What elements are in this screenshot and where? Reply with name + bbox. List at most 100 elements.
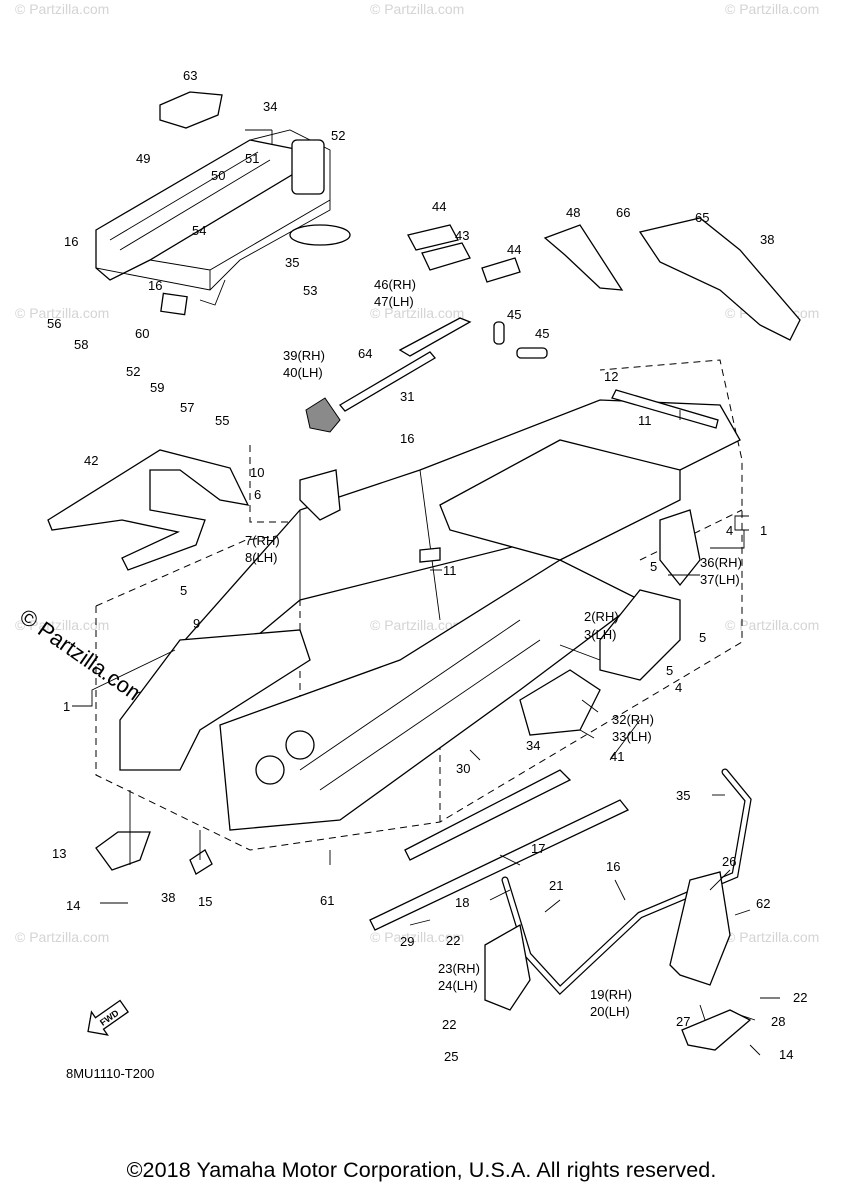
diagram-code: 8MU1110-T200 (66, 1066, 155, 1081)
part-label-37: 37(LH) (700, 572, 740, 587)
part-label-11: 11 (638, 413, 652, 428)
part-label-54: 54 (192, 223, 206, 238)
misc-parts (95, 217, 801, 1051)
part-label-40: 40(LH) (283, 365, 323, 380)
part-label-5: 5 (699, 630, 706, 645)
part-label-18: 18 (455, 895, 469, 910)
part-label-10: 10 (250, 465, 264, 480)
part-label-26: 26 (722, 854, 736, 869)
rails (339, 317, 630, 931)
part-label-52: 52 (331, 128, 345, 143)
part-label-16: 16 (606, 859, 620, 874)
part-label-13: 13 (52, 846, 66, 861)
watermark-text: © Partzilla.com (15, 617, 109, 633)
part-label-41: 41 (610, 749, 624, 764)
part-label-32: 32(RH) (612, 712, 654, 727)
part-label-5: 5 (666, 663, 673, 678)
part-label-34: 34 (263, 99, 277, 114)
part-label-50: 50 (211, 168, 225, 183)
part-label-48: 48 (566, 205, 580, 220)
part-label-66: 66 (616, 205, 630, 220)
watermark-text: © Partzilla.com (15, 305, 109, 321)
part-label-58: 58 (74, 337, 88, 352)
part-label-16: 16 (148, 278, 162, 293)
part-label-4: 4 (675, 680, 682, 695)
cover-63 (159, 91, 223, 129)
part-label-35: 35 (676, 788, 690, 803)
part-label-31: 31 (400, 389, 414, 404)
part-label-22: 22 (446, 933, 460, 948)
part-label-25: 25 (444, 1049, 458, 1064)
part-label-39: 39(RH) (283, 348, 325, 363)
part-label-60: 60 (135, 326, 149, 341)
part-label-16: 16 (400, 431, 414, 446)
watermark-text: © Partzilla.com (370, 1, 464, 17)
part-label-63: 63 (183, 68, 197, 83)
part-label-1: 1 (63, 699, 70, 714)
part-label-36: 36(RH) (700, 555, 742, 570)
fwd-arrow-icon: FWD (87, 999, 129, 1036)
part-label-16: 16 (64, 234, 78, 249)
part-label-2: 2(RH) (584, 609, 619, 624)
part-label-53: 53 (303, 283, 317, 298)
part-label-15: 15 (198, 894, 212, 909)
running-board-42 (47, 449, 250, 571)
part-label-55: 55 (215, 413, 229, 428)
part-labels: 63 34 52 49 51 50 54 16 35 16 53 56 60 5… (47, 68, 807, 1064)
part-label-44: 44 (507, 242, 521, 257)
part-label-3: 3(LH) (584, 627, 617, 642)
watermark-text: © Partzilla.com (370, 929, 464, 945)
part-label-30: 30 (456, 761, 470, 776)
part-label-6: 6 (254, 487, 261, 502)
watermark-text: © Partzilla.com (725, 1, 819, 17)
part-label-22: 22 (442, 1017, 456, 1032)
part-label-5: 5 (650, 559, 657, 574)
grab-bar-19-20 (502, 769, 751, 994)
part-label-35: 35 (285, 255, 299, 270)
part-label-42: 42 (84, 453, 98, 468)
part-label-62: 62 (756, 896, 770, 911)
watermark-text: © Partzilla.com (370, 617, 464, 633)
watermark-text: © Partzilla.com (15, 1, 109, 17)
part-label-46: 46(RH) (374, 277, 416, 292)
part-label-19: 19(RH) (590, 987, 632, 1002)
watermark-text: © Partzilla.com (370, 305, 464, 321)
part-label-14: 14 (779, 1047, 793, 1062)
part-label-8: 8(LH) (245, 550, 278, 565)
part-label-64: 64 (358, 346, 372, 361)
copyright-notice: ©2018 Yamaha Motor Corporation, U.S.A. A… (126, 1158, 717, 1182)
part-label-45: 45 (535, 326, 549, 341)
part-label-14: 14 (66, 898, 80, 913)
part-label-24: 24(LH) (438, 978, 478, 993)
part-label-29: 29 (400, 934, 414, 949)
part-label-59: 59 (150, 380, 164, 395)
part-label-34: 34 (526, 738, 540, 753)
part-label-27: 27 (676, 1014, 690, 1029)
part-label-44: 44 (432, 199, 446, 214)
part-label-38: 38 (161, 890, 175, 905)
part-label-17: 17 (531, 841, 545, 856)
part-label-38: 38 (760, 232, 774, 247)
part-label-23: 23(RH) (438, 961, 480, 976)
part-label-21: 21 (549, 878, 563, 893)
tunnel-body (119, 397, 741, 831)
part-label-47: 47(LH) (374, 294, 414, 309)
part-label-28: 28 (771, 1014, 785, 1029)
part-label-20: 20(LH) (590, 1004, 630, 1019)
part-label-7: 7(RH) (245, 533, 280, 548)
watermark-text: © Partzilla.com (725, 617, 819, 633)
part-label-52: 52 (126, 364, 140, 379)
part-label-45: 45 (507, 307, 521, 322)
watermark-text: © Partzilla.com (725, 929, 819, 945)
part-label-4: 4 (726, 523, 733, 538)
part-label-5: 5 (180, 583, 187, 598)
part-label-65: 65 (695, 210, 709, 225)
leader-lines (72, 410, 780, 1056)
part-label-22: 22 (793, 990, 807, 1005)
watermark-text: © Partzilla.com (15, 929, 109, 945)
part-label-12: 12 (604, 369, 618, 384)
part-label-51: 51 (245, 151, 259, 166)
seat-rack-49 (95, 129, 351, 316)
part-label-57: 57 (180, 400, 194, 415)
